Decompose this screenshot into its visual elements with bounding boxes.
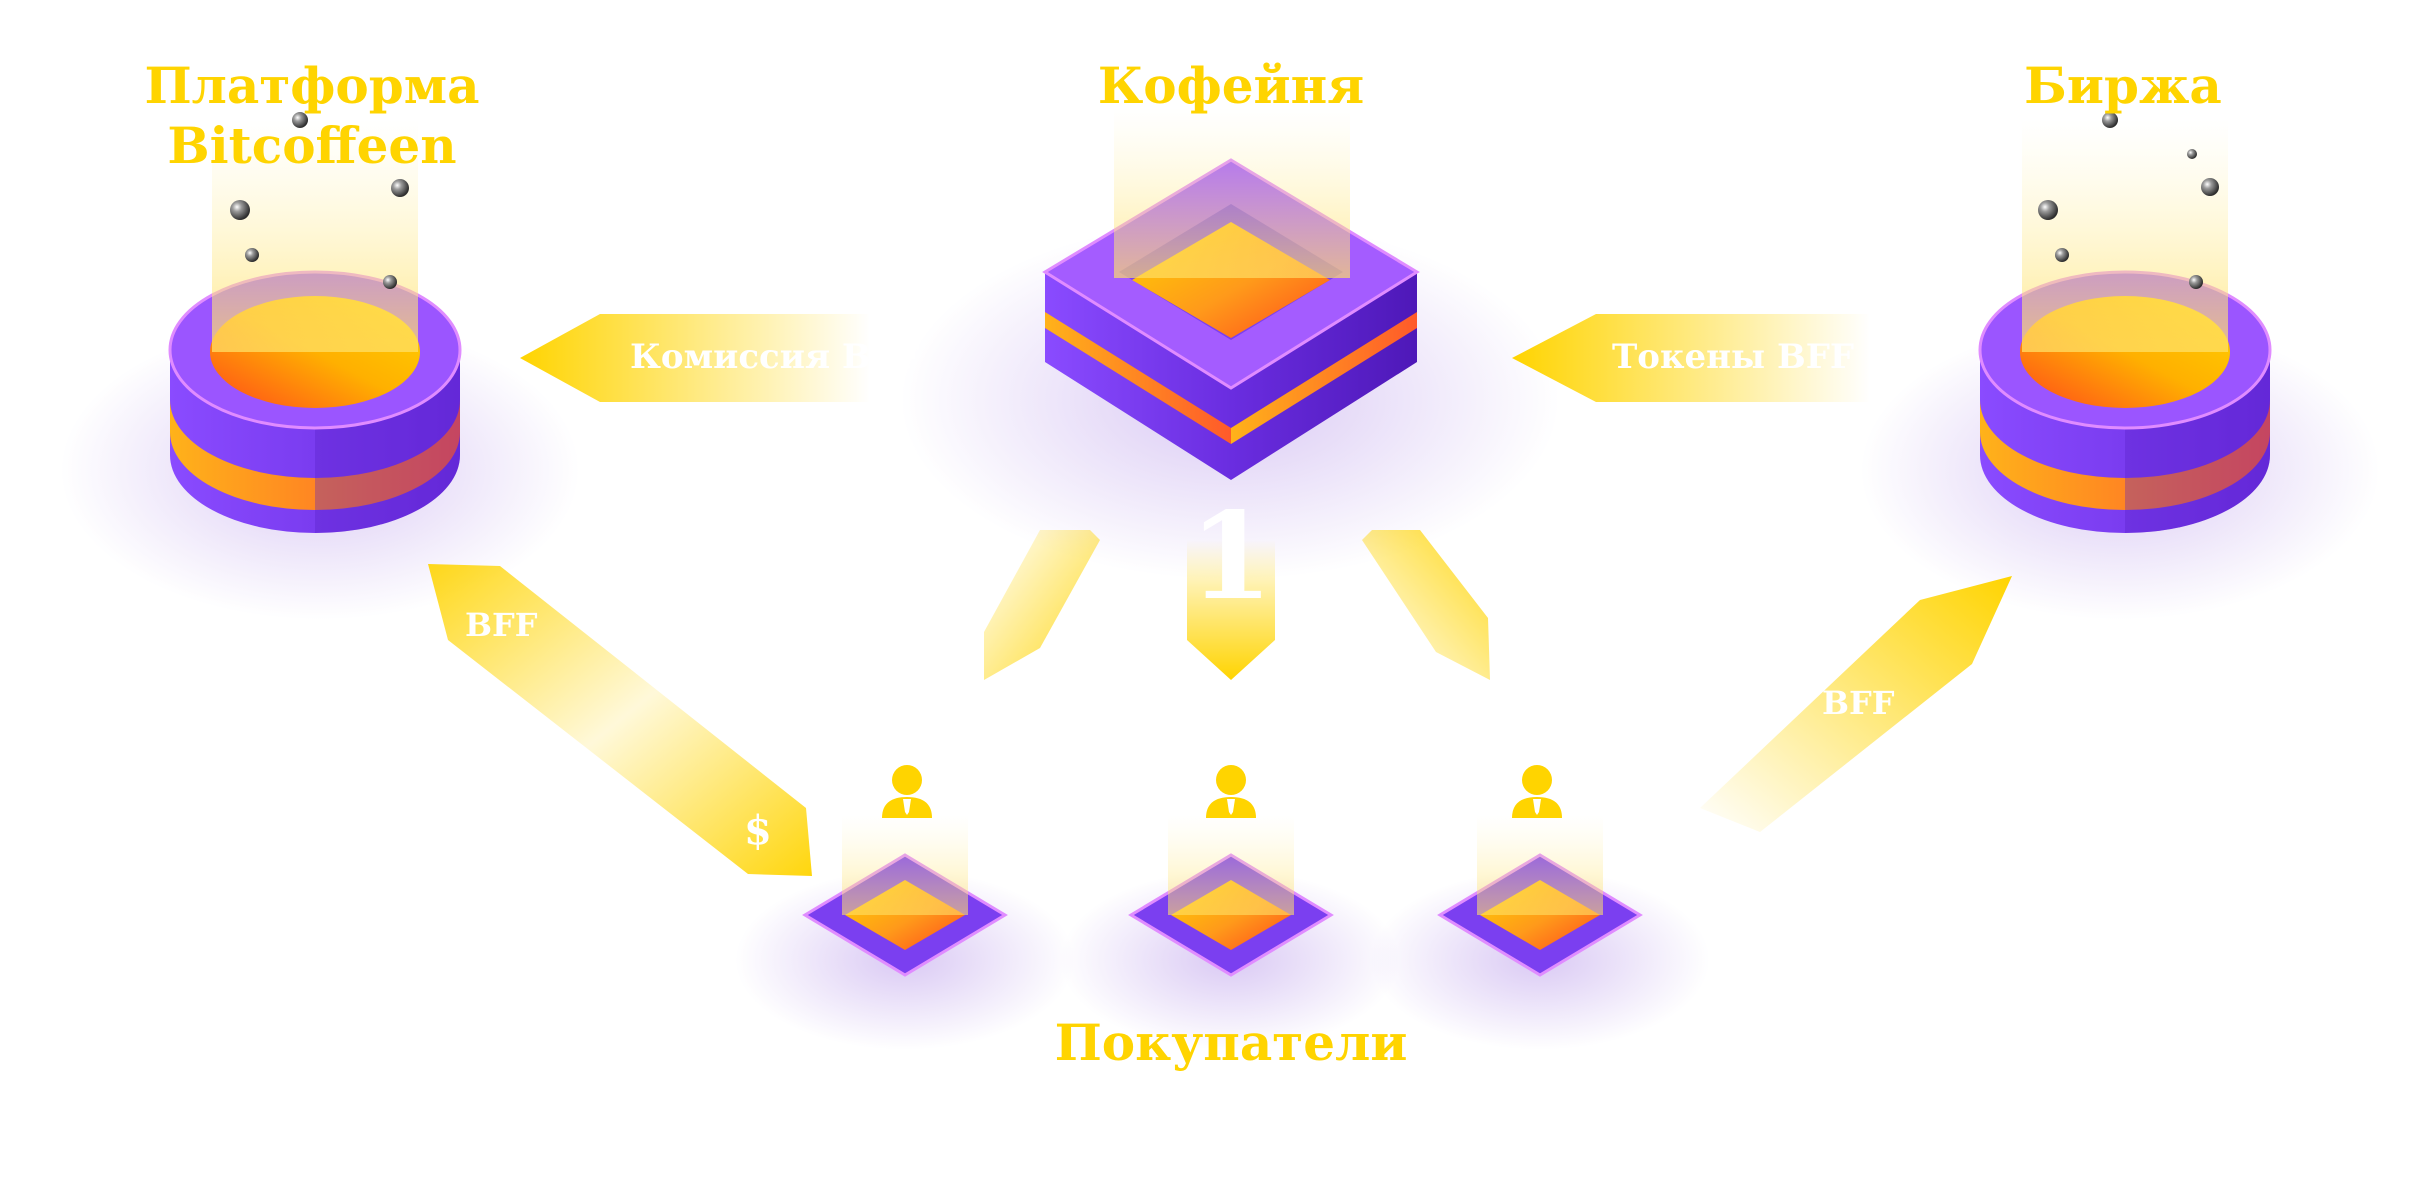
ball-icon	[245, 248, 259, 262]
ball-icon	[2055, 248, 2069, 262]
arrow-bff-left-label: BFF	[465, 606, 538, 644]
ball-icon	[2187, 149, 2197, 159]
arrow-cafe-to-buyer-left	[984, 530, 1100, 680]
ball-icon	[391, 179, 409, 197]
platform-title-line2: Bitcoffeen	[167, 116, 456, 175]
buyer-node-1	[802, 765, 1008, 977]
arrow-tokens: Токены BFF	[1512, 314, 1870, 402]
ball-icon	[2102, 112, 2118, 128]
arrow-bff-right-label: BFF	[1822, 684, 1895, 722]
platform-title-line1: Платформа	[144, 56, 479, 115]
arrow-cafe-to-buyer-center: 1	[1187, 486, 1275, 680]
cafe-node: Кофейня	[1042, 56, 1420, 480]
ball-icon	[383, 275, 397, 289]
cafe-beam	[1114, 108, 1350, 278]
arrow-cafe-to-buyer-right	[1362, 530, 1490, 680]
exchange-beam	[2022, 120, 2228, 352]
arrow-commission: Комиссия BFF	[520, 314, 919, 402]
user-icon	[1206, 765, 1256, 818]
exchange-title: Биржа	[2024, 56, 2222, 115]
exchange-node: Биржа	[1978, 56, 2272, 533]
cafe-title: Кофейня	[1098, 56, 1364, 115]
arrow-commission-label: Комиссия BFF	[630, 337, 919, 377]
ball-icon	[2189, 275, 2203, 289]
arrow-buyer-to-exchange: BFF	[1700, 576, 2012, 832]
center-number: 1	[1189, 486, 1273, 627]
ball-icon	[230, 200, 250, 220]
platform-node: Платформа Bitcoffeen	[144, 56, 480, 533]
ball-icon	[292, 112, 308, 128]
buyer-node-2	[1128, 765, 1334, 977]
user-icon	[882, 765, 932, 818]
user-icon	[1512, 765, 1562, 818]
arrow-buyer-to-platform: BFF $	[428, 564, 812, 876]
buyers-title: Покупатели	[1055, 1013, 1408, 1072]
platform-beam	[212, 120, 418, 352]
ball-icon	[2201, 178, 2219, 196]
arrow-tokens-label: Токены BFF	[1612, 337, 1854, 377]
arrow-dollar-label: $	[744, 807, 772, 854]
buyer-node-3	[1437, 765, 1643, 977]
ball-icon	[2038, 200, 2058, 220]
